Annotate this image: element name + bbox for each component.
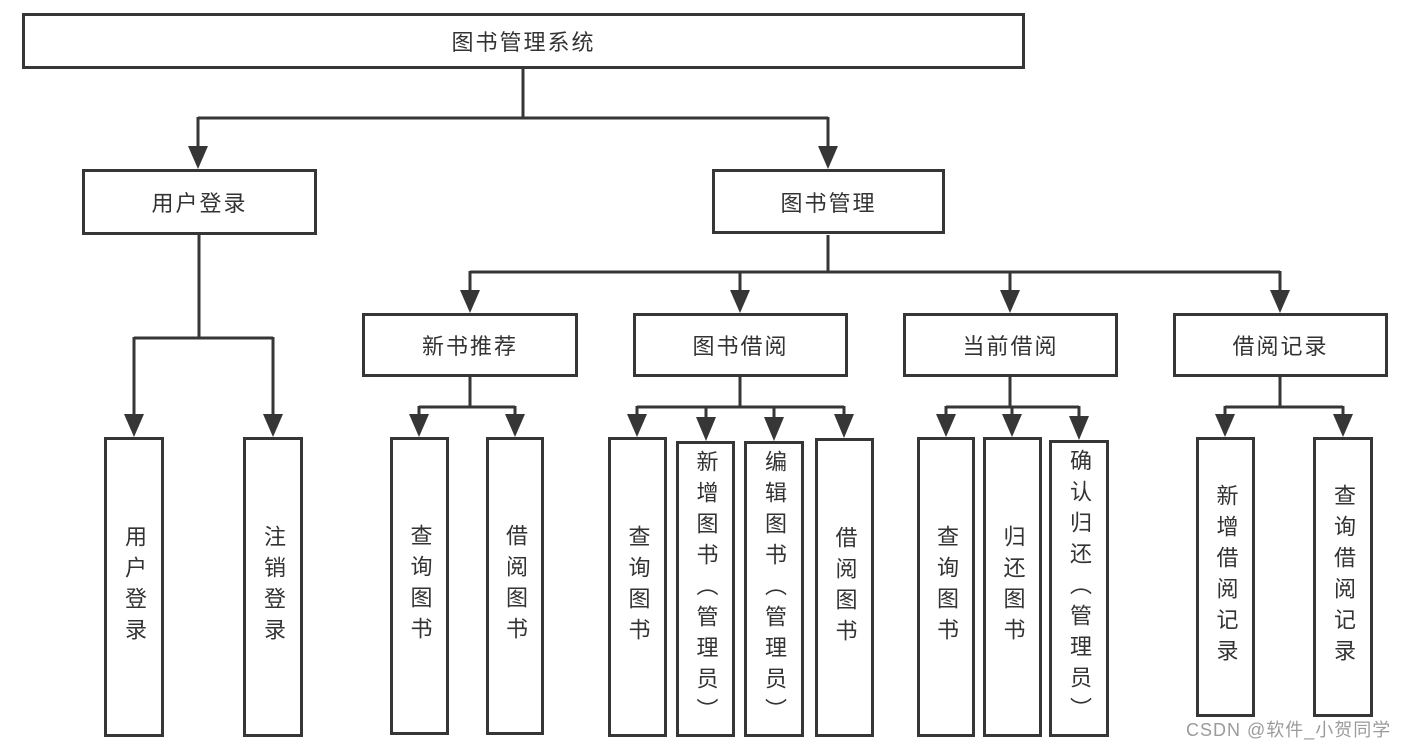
csdn-watermark: CSDN @软件_小贺同学 (1186, 720, 1392, 740)
node-new-book-recommend: 新书推荐 (362, 313, 578, 377)
leaf-recommend-query-books: 查询图书 (390, 437, 449, 735)
leaf-borrow-borrow-books: 借阅图书 (815, 438, 874, 737)
leaf-user-login: 用户登录 (104, 437, 164, 737)
node-root: 图书管理系统 (22, 13, 1025, 69)
leaf-recommend-borrow-books: 借阅图书 (486, 437, 544, 735)
node-current-borrow: 当前借阅 (903, 313, 1118, 377)
leaf-records-add-record: 新增借阅记录 (1196, 437, 1255, 717)
leaf-borrow-edit-books-admin: 编辑图书（管理员） (744, 441, 804, 737)
leaf-records-query-record: 查询借阅记录 (1313, 437, 1373, 717)
leaf-borrow-add-books-admin: 新增图书（管理员） (676, 441, 735, 737)
leaf-current-confirm-return-admin: 确认归还（管理员） (1049, 440, 1109, 737)
leaf-borrow-query-books: 查询图书 (608, 437, 667, 737)
node-book-borrow: 图书借阅 (633, 313, 848, 377)
node-user-login: 用户登录 (82, 169, 317, 235)
node-book-management: 图书管理 (712, 169, 945, 234)
leaf-current-return-books: 归还图书 (983, 437, 1042, 737)
leaf-current-query-books: 查询图书 (917, 437, 975, 737)
node-borrow-records: 借阅记录 (1173, 313, 1388, 377)
leaf-logout: 注销登录 (243, 437, 303, 737)
